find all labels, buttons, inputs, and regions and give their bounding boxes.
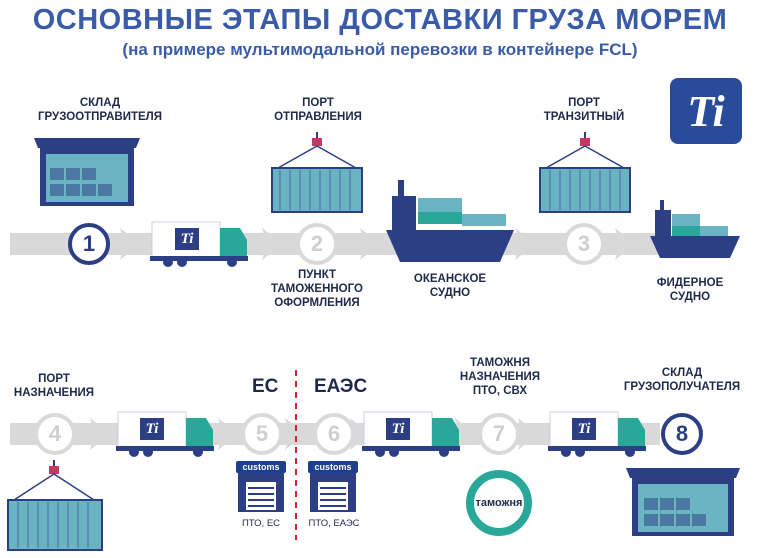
customs-badge: таможня: [466, 470, 532, 536]
label-line: ТАМОЖЕННОГО: [271, 283, 363, 295]
customs-building-eaeu-graphic: [310, 472, 356, 512]
step-8: 8: [661, 413, 703, 455]
label-line: СУДНО: [429, 287, 471, 299]
truck-logo-4: Ti: [577, 421, 591, 437]
step-4: 4: [34, 413, 76, 455]
step-7: 7: [478, 413, 520, 455]
label-line: ПОРТ: [38, 373, 70, 385]
label-consignee-warehouse: СКЛАД ГРУЗОПОЛУЧАТЕЛЯ: [612, 366, 752, 394]
customs-tag-eaeu: customs: [308, 461, 358, 473]
zone-eaeu: ЕАЭС: [314, 376, 368, 397]
label-destination-port: ПОРТ НАЗНАЧЕНИЯ: [6, 372, 102, 400]
company-logo: Ti: [670, 78, 742, 144]
step-1: 1: [68, 223, 110, 265]
pto-eaeu-label: ПТО, ЕАЭС: [308, 518, 360, 529]
label-ocean-vessel: ОКЕАНСКОЕ СУДНО: [400, 272, 500, 300]
feeder-vessel-graphic: [650, 200, 740, 258]
label-line: ТРАНЗИТНЫЙ: [543, 111, 625, 123]
step-2: 2: [296, 223, 338, 265]
truck-row1-graphic: [150, 221, 248, 267]
label-line: СКЛАД: [661, 367, 703, 379]
label-departure-port: ПОРТ ОТПРАВЛЕНИЯ: [270, 96, 366, 124]
customs-building-eu-graphic: [238, 472, 284, 512]
step-6: 6: [313, 413, 355, 455]
shipper-warehouse-graphic: [34, 138, 140, 206]
destination-container-graphic: [7, 460, 103, 551]
label-line: ОКЕАНСКОЕ: [413, 273, 487, 285]
label-line: ОФОРМЛЕНИЯ: [274, 297, 360, 309]
pto-eu-label: ПТО, ЕС: [241, 518, 281, 529]
customs-tag-eu: customs: [236, 461, 286, 473]
label-line: ПОРТ: [568, 97, 600, 109]
zone-eu: ЕС: [252, 376, 279, 397]
label-shipper-warehouse: СКЛАД ГРУЗООТПРАВИТЕЛЯ: [30, 96, 170, 124]
label-transit-port: ПОРТ ТРАНЗИТНЫЙ: [536, 96, 632, 124]
truck-row2c-graphic: [548, 411, 646, 457]
label-line: ПУНКТ: [297, 269, 337, 281]
label-customs-point: ПУНКТ ТАМОЖЕННОГО ОФОРМЛЕНИЯ: [262, 268, 372, 310]
label-line: НАЗНАЧЕНИЯ: [459, 371, 541, 383]
label-line: СУДНО: [669, 291, 711, 303]
departure-container-graphic: [271, 132, 363, 213]
logo-text: Ti: [687, 86, 725, 136]
label-line: ГРУЗОПОЛУЧАТЕЛЯ: [623, 381, 741, 393]
truck-row2b-graphic: [362, 411, 460, 457]
transit-container-graphic: [539, 132, 631, 213]
label-line: ТАМОЖНЯ: [470, 357, 530, 369]
ocean-vessel-graphic: [386, 180, 514, 262]
label-line: НАЗНАЧЕНИЯ: [13, 387, 95, 399]
label-line: СКЛАД: [79, 97, 121, 109]
truck-logo-2: Ti: [145, 421, 159, 437]
label-line: ПОРТ: [302, 97, 334, 109]
label-line: ФИДЕРНОЕ: [656, 277, 724, 289]
label-line: ПТО, СВХ: [472, 385, 528, 397]
truck-row2a-graphic: [116, 411, 214, 457]
label-feeder-vessel: ФИДЕРНОЕ СУДНО: [640, 276, 740, 304]
step-5: 5: [241, 413, 283, 455]
page-title: ОСНОВНЫЕ ЭТАПЫ ДОСТАВКИ ГРУЗА МОРЕМ: [32, 4, 728, 36]
label-line: ОТПРАВЛЕНИЯ: [274, 111, 362, 123]
label-destination-customs: ТАМОЖНЯ НАЗНАЧЕНИЯ ПТО, СВХ: [450, 356, 550, 398]
label-line: ГРУЗООТПРАВИТЕЛЯ: [38, 111, 162, 123]
truck-logo-3: Ti: [391, 421, 405, 437]
consignee-warehouse-graphic: [626, 468, 740, 536]
truck-logo-1: Ti: [180, 231, 194, 247]
page-subtitle: (на примере мультимодальной перевозки в …: [122, 40, 638, 59]
step-3: 3: [563, 223, 605, 265]
customs-badge-label: таможня: [475, 497, 523, 509]
